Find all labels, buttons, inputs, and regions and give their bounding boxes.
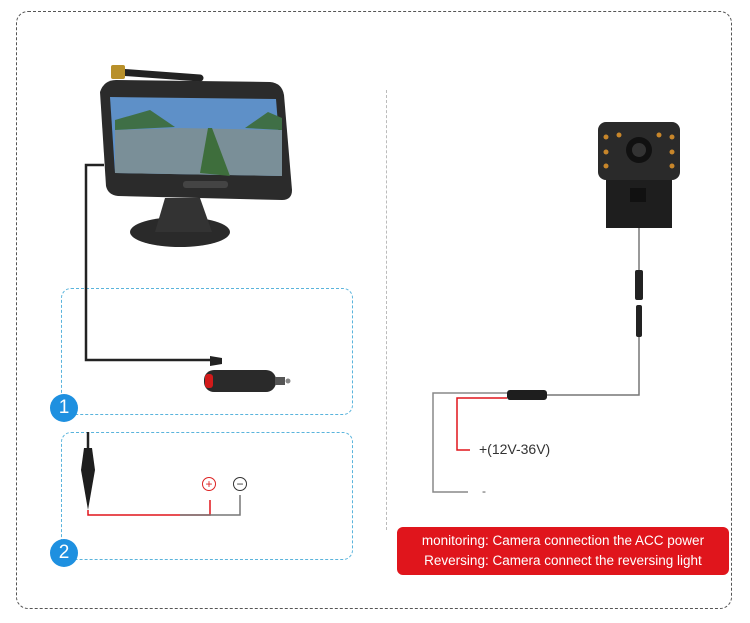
option-1-box: [61, 288, 353, 415]
connection-note: monitoring: Camera connection the ACC po…: [397, 527, 729, 575]
positive-terminal-label: +: [202, 477, 216, 491]
camera-cable: [432, 228, 643, 493]
hardwire-cable: [81, 432, 241, 516]
voltage-label: +(12V-36V): [479, 441, 551, 457]
diagram-frame: [16, 11, 732, 609]
option-2-box: [61, 432, 353, 560]
note-line-2: Reversing: Camera connect the reversing …: [424, 553, 702, 568]
center-divider: [386, 90, 387, 530]
cigarette-lighter-plug-icon: [204, 356, 291, 392]
ground-label: -: [482, 484, 486, 498]
option-2-badge: 2: [50, 539, 78, 567]
negative-terminal-label: −: [233, 477, 247, 491]
camera-icon: [598, 122, 680, 228]
note-line-1: monitoring: Camera connection the ACC po…: [421, 533, 705, 548]
monitor-icon: [100, 65, 292, 247]
option-1-badge: 1: [50, 394, 78, 422]
